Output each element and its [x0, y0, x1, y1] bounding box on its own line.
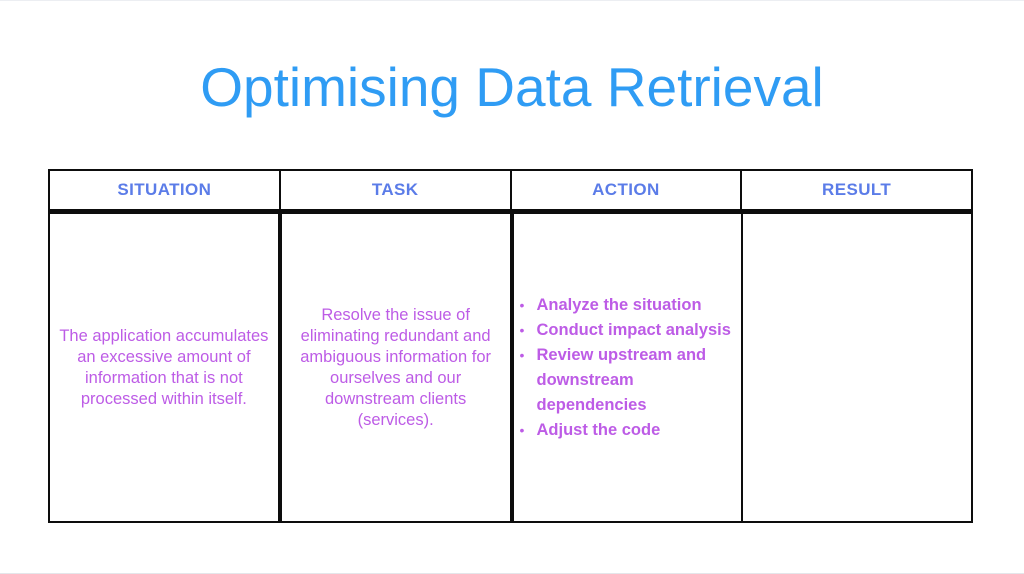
slide-title: Optimising Data Retrieval [200, 56, 824, 118]
table-body-row: The application accumulates an excessive… [50, 214, 971, 521]
action-item-text: Review upstream and downstream dependenc… [536, 345, 707, 414]
action-item: • Conduct impact analysis [520, 318, 735, 343]
result-cell [743, 214, 971, 521]
action-item: • Analyze the situation [520, 293, 735, 318]
task-text: Resolve the issue of eliminating redunda… [300, 305, 491, 429]
action-item-text: Adjust the code [536, 420, 661, 439]
bullet-icon: • [519, 296, 525, 313]
action-cell: • Analyze the situation • Conduct impact a… [514, 214, 744, 521]
action-item-text: Conduct impact analysis [536, 320, 731, 339]
task-cell: Resolve the issue of eliminating redunda… [282, 214, 514, 521]
situation-text: The application accumulates an excessive… [59, 326, 269, 408]
column-header-action: ACTION [509, 171, 741, 209]
column-header-situation: SITUATION [117, 180, 212, 199]
table-header-row: SITUATION TASK ACTION RESULT [50, 171, 971, 214]
action-item: • Review upstream and downstream dependen… [520, 343, 735, 418]
situation-cell: The application accumulates an excessive… [50, 214, 282, 521]
bullet-icon: • [519, 321, 525, 338]
column-header-result: RESULT [740, 171, 971, 209]
action-item-text: Analyze the situation [536, 295, 702, 314]
column-header-task: TASK [278, 171, 510, 209]
star-table: SITUATION TASK ACTION RESULT The applica… [48, 169, 973, 523]
bullet-icon: • [519, 346, 525, 363]
action-item: • Adjust the code [520, 418, 735, 443]
bullet-icon: • [519, 421, 525, 438]
action-list: • Analyze the situation • Conduct impact a… [520, 293, 735, 443]
